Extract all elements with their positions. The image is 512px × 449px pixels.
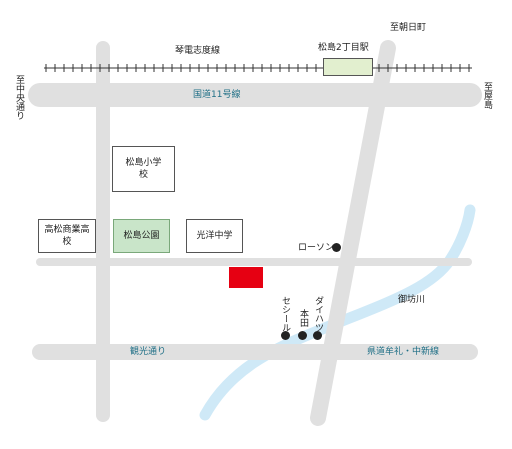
railway-label: 琴電志度線 — [175, 46, 221, 56]
honda-dot — [298, 331, 307, 340]
takamatsu-commercial-high-school: 高松商業高校 — [38, 219, 96, 253]
daihatsu-label: ダイハツ — [313, 296, 323, 332]
cecil-label: セシール — [280, 296, 290, 332]
matsushima-elementary-school: 松島小学校 — [112, 146, 175, 192]
lawson-dot — [332, 243, 341, 252]
gobo-river-label: 御坊川 — [398, 295, 426, 305]
cecil-dot — [281, 331, 290, 340]
station-label: 松島2丁目駅 — [318, 43, 369, 53]
koyo-junior-high-school: 光洋中学 — [186, 219, 243, 253]
direction-asahimachi: 至朝日町 — [390, 23, 427, 33]
direction-yashima: 至屋島 — [482, 82, 492, 109]
matsushima-park-label: 松島公園 — [123, 231, 160, 241]
matsushima-2chome-station — [323, 58, 373, 76]
matsushima-park: 松島公園 — [113, 219, 170, 253]
matsushima-elementary-label: 松島小学校 — [125, 158, 162, 180]
railway-line — [44, 64, 472, 72]
takamatsu-commercial-label: 高松商業高校 — [44, 225, 90, 247]
prefectural-route-label: 県道牟礼・中新線 — [367, 347, 440, 357]
honda-label: 本田 — [298, 309, 308, 327]
direction-chuo-dori: 至中央通り — [14, 75, 24, 120]
national-route-label: 国道11号線 — [193, 90, 241, 100]
target-location-marker — [229, 267, 263, 288]
koyo-junior-high-label: 光洋中学 — [196, 231, 233, 241]
river — [199, 204, 476, 421]
kanko-dori-label: 観光通り — [130, 347, 167, 357]
daihatsu-dot — [313, 331, 322, 340]
asahimachi-road — [310, 40, 396, 426]
lawson-label: ローソン — [298, 243, 335, 253]
